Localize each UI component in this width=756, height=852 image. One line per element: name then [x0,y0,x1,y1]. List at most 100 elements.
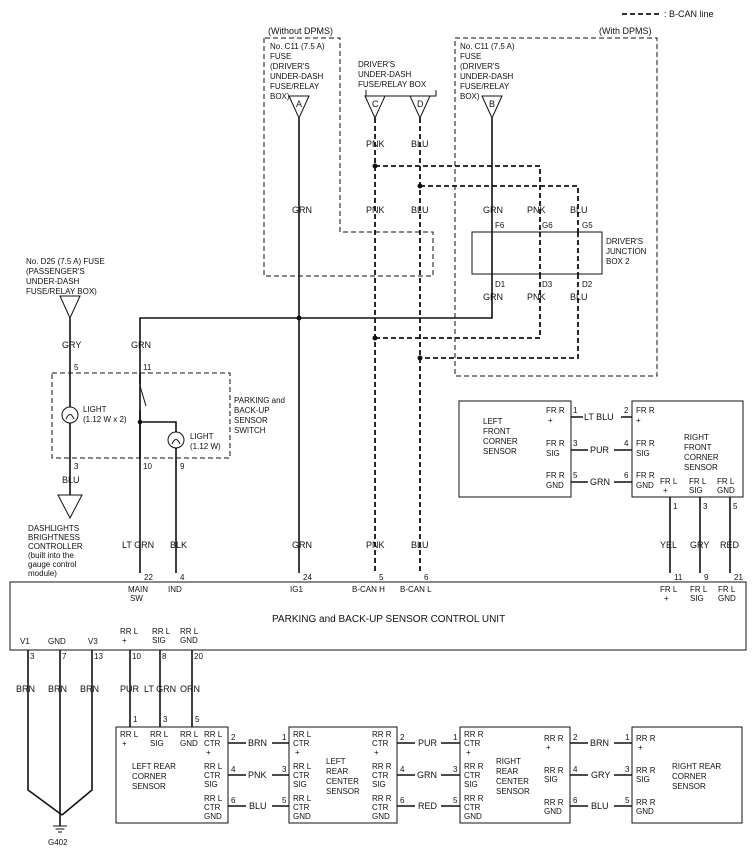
pin-label: GND [180,739,198,748]
pin-number: 5 [573,471,578,480]
pin-number: 5 [195,715,200,724]
switch-title: SENSOR [234,416,268,425]
bcan-l-branch-top [420,185,579,232]
pin-number: 1 [625,733,630,742]
sensor-title: SENSOR [684,463,718,472]
wire-label: PNK [366,540,385,550]
wire-brn-v3 [61,650,93,816]
pin-number: 22 [144,573,153,582]
control-unit [9,581,747,651]
sensor-title: CORNER [483,437,518,446]
pin-label: CTR [464,739,481,748]
pin-label: FR R [546,471,565,480]
fuse-c11-label: FUSE [270,52,291,61]
bcan-legend-label: : B-CAN line [664,9,714,19]
wire-label: GRN [590,477,610,487]
fuse-c11-label: FUSE [460,52,481,61]
pin-number: 3 [625,765,630,774]
bcan-h-branch-bottom [375,274,541,339]
dashlights-label: module) [28,569,57,578]
wire-label: GRN [292,205,312,215]
pin-label: + [295,748,300,757]
pin-label: CTR [293,771,310,780]
pin-label: CTR [372,771,389,780]
label-bg [415,769,441,781]
sensor-title: SENSOR [672,782,706,791]
wire-label: PNK [366,205,385,215]
pin-label: RR R [544,734,564,743]
wire-label: LT BLU [584,412,614,422]
left-front-corner-sensor [458,400,572,498]
pin-label: SIG [689,486,703,495]
driver-box-title: FUSE/RELAY BOX [358,80,427,89]
pin-number: 13 [94,652,103,661]
left-rear-center-sensor [288,726,398,824]
connector-a-label: A [296,99,302,109]
pin-label: FR L [690,585,708,594]
fuse-c11-label: (DRIVER'S [460,62,500,71]
sensor-title: RIGHT [496,757,521,766]
wire-label: LT GRN [122,540,154,550]
pin-number: 11 [674,573,683,582]
wire-label: BRN [590,738,609,748]
pin-label: 3 [74,462,79,471]
pin-label: GND [48,637,66,646]
without-dpms-boundary [263,37,434,277]
pin-label: GND [544,807,562,816]
sensor-title: FRONT [684,443,712,452]
label-bg [588,476,614,488]
wire-label: BLU [591,801,609,811]
pin-number: 9 [704,573,709,582]
fuse-d25-connector [59,295,81,320]
fuse-c11-label: UNDER-DASH [460,72,514,81]
pin-label: RR R [372,794,392,803]
pin-label: FR R [546,406,565,415]
pin-label: CTR [204,803,221,812]
ground-label: G402 [48,838,68,847]
light2-label: LIGHT [190,432,214,441]
junction-box-title: BOX 2 [606,257,630,266]
fuse-c11-label: No. C11 (7.5 A) [460,42,515,51]
pin-number: 7 [62,652,67,661]
connector-c [364,95,386,120]
pin-label: 11 [143,363,152,372]
drivers-junction-box-2 [471,231,603,275]
left-rear-corner-sensor [115,726,229,824]
sensor-title: SENSOR [483,447,517,456]
pin-number: 6 [231,796,236,805]
label-bg [415,737,441,749]
pin-label: RR L [150,730,169,739]
light-filament [171,439,181,445]
connector-d-label: D [417,99,424,109]
wire-label: RED [720,540,740,550]
pin-number: 3 [573,439,578,448]
pin-label: FR L [660,585,678,594]
wire-brn-v1 [27,650,63,816]
driver-box-bracket [365,90,437,97]
fuse-c11-label: BOX) [460,92,480,101]
pin-label: CTR [204,771,221,780]
label-bg [588,737,614,749]
pin-label: B-CAN L [400,585,432,594]
wire-label: YEL [660,540,677,550]
pin-label: SIG [150,739,164,748]
fuse-c11-label: (DRIVER'S [270,62,310,71]
pin-label: FR L [717,477,735,486]
pin-label: FR L [718,585,736,594]
pin-label: FR R [546,439,565,448]
pin-label: 9 [180,462,185,471]
pin-label: V3 [88,637,98,646]
junction-box-title: DRIVER'S [606,237,643,246]
control-unit-title: PARKING and BACK-UP SENSOR CONTROL UNIT [272,614,505,625]
wire-label: PNK [527,292,546,302]
pin-label: CTR [204,739,221,748]
pin-label: SIG [464,780,478,789]
pin-label: + [638,743,643,752]
pin-number: 2 [624,406,629,415]
pin-label: SIG [690,594,704,603]
driver-box-title: UNDER-DASH [358,70,412,79]
pin-label: RR R [636,766,656,775]
pin-label: G5 [582,221,593,230]
wire-label: BRN [248,738,267,748]
pin-label: + [206,748,211,757]
